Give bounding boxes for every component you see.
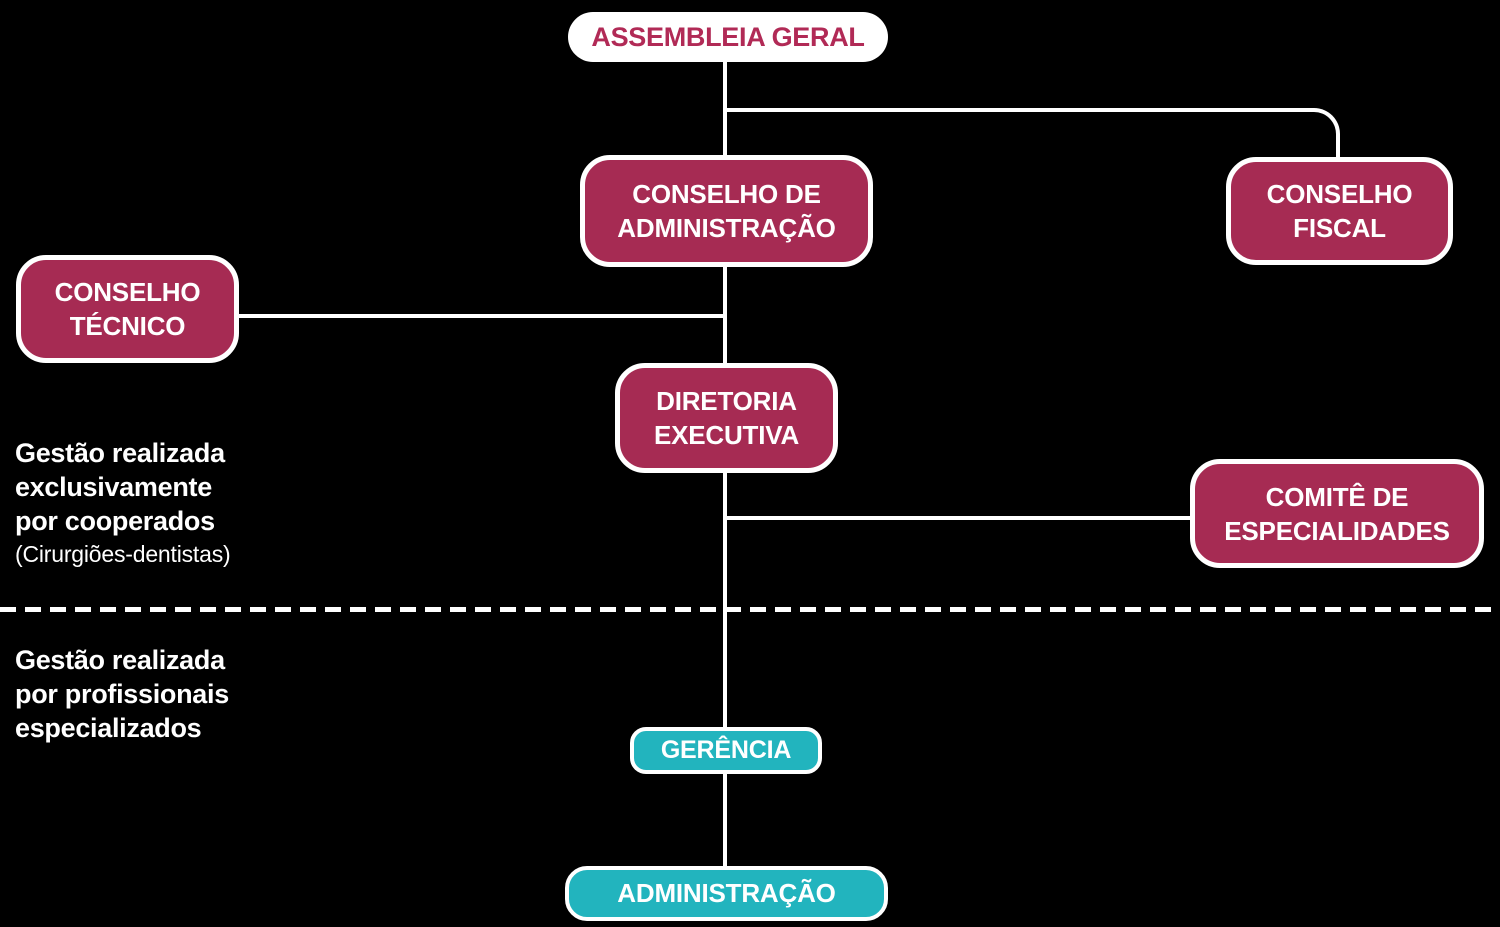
annotation-gestao-profissionais: Gestão realizada por profissionais espec… [15,643,229,745]
node-diretoria-executiva: DIRETORIA EXECUTIVA [615,363,838,473]
management-zone-divider [0,607,1500,612]
annotation-line: por profissionais [15,679,229,709]
annotation-note: (Cirurgiões-dentistas) [15,541,231,567]
node-label: ADMINISTRAÇÃO [617,213,836,243]
annotation-line: por cooperados [15,506,215,536]
node-assembleia-geral: ASSEMBLEIA GERAL [568,12,888,62]
node-label: DIRETORIA [656,386,797,416]
node-label: EXECUTIVA [653,420,800,450]
node-comite-especialidades: COMITÊ DE ESPECIALIDADES [1190,459,1484,568]
connector-gerencia-to-administracao [723,773,727,868]
annotation-line: especializados [15,713,202,743]
node-label: TÉCNICO [69,311,186,341]
node-conselho-fiscal: CONSELHO FISCAL [1226,157,1453,265]
connector-diretoria-to-gerencia [723,471,727,729]
annotation-gestao-cooperados: Gestão realizada exclusivamente por coop… [15,436,231,568]
node-label: ASSEMBLEIA GERAL [591,21,865,52]
node-administracao: ADMINISTRAÇÃO [565,866,888,921]
node-label: GERÊNCIA [660,736,792,764]
node-label: FISCAL [1293,213,1386,243]
node-gerencia: GERÊNCIA [630,727,822,774]
connector-comite-branch [725,516,1192,520]
annotation-line: Gestão realizada [15,438,225,468]
node-conselho-administracao: CONSELHO DE ADMINISTRAÇÃO [580,155,873,267]
node-label: CONSELHO [54,277,201,307]
node-label: ADMINISTRAÇÃO [617,878,836,908]
connector-assembleia-to-conselho-fiscal [725,108,1340,162]
connector-conselho-admin-to-diretoria [723,265,727,365]
node-label: ESPECIALIDADES [1224,515,1450,546]
node-label: COMITÊ DE [1265,481,1409,512]
node-conselho-tecnico: CONSELHO TÉCNICO [16,255,239,363]
connector-conselho-tecnico-branch [238,314,725,318]
annotation-line: exclusivamente [15,472,212,502]
node-label: CONSELHO [1266,179,1413,209]
node-label: CONSELHO DE [632,179,821,209]
annotation-line: Gestão realizada [15,645,225,675]
